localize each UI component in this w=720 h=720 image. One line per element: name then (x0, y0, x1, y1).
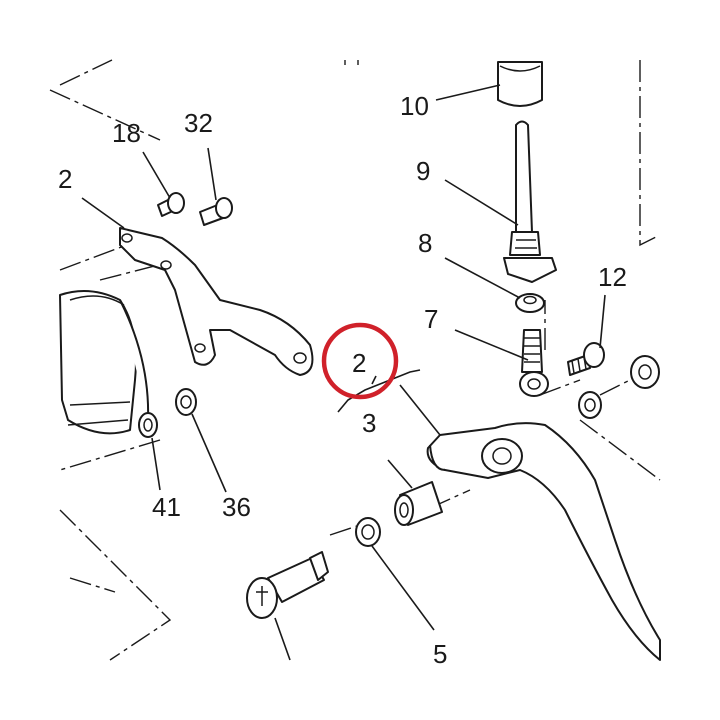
callout-36: 36 (222, 492, 251, 522)
highlight-circle (321, 322, 399, 400)
part-9-pushrod (503, 120, 557, 283)
callout-3: 3 (362, 408, 376, 438)
axis-lines (49, 59, 661, 661)
part-8-nut (515, 293, 545, 313)
callout-9: 9 (416, 156, 430, 186)
part-7-clevis (519, 329, 549, 397)
callout-41: 41 (152, 492, 181, 522)
callout-18: 18 (112, 118, 141, 148)
callout-labels: 18 32 2 10 9 8 12 7 2 3 41 36 5 (58, 91, 627, 669)
callout-2-left: 2 (58, 164, 72, 194)
callout-8: 8 (418, 228, 432, 258)
screw-18 (157, 192, 185, 217)
part-10-cylinder (497, 61, 543, 107)
part-12-screw (567, 342, 605, 376)
callout-2-center: 2 (352, 348, 366, 378)
callout-10: 10 (400, 91, 429, 121)
washer-lever (578, 391, 602, 419)
callout-5: 5 (433, 639, 447, 669)
callout-7: 7 (424, 304, 438, 334)
screw-32 (199, 197, 233, 226)
part-5-washer (355, 517, 381, 547)
lever-arm (426, 422, 661, 661)
pivot-bolt (246, 551, 329, 619)
group-brace (337, 369, 421, 413)
callout-32: 32 (184, 108, 213, 138)
part-3-bushing (394, 481, 443, 526)
leader-lines (81, 84, 606, 661)
part-41-washer (138, 412, 158, 438)
part-36-nut (175, 388, 197, 416)
washer-right (630, 355, 660, 389)
callout-12: 12 (598, 262, 627, 292)
left-bracket (119, 227, 314, 376)
housing-left (59, 290, 150, 435)
